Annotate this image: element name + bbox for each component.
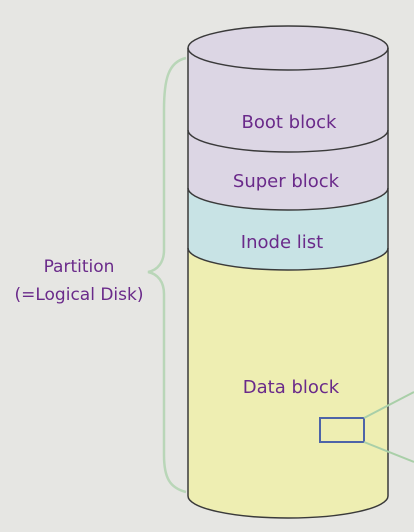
- data-block-label: Data block: [243, 377, 340, 398]
- partition-label-line2: (=Logical Disk): [14, 285, 143, 305]
- data-block-layer: [188, 248, 388, 518]
- partition-brace: [147, 56, 187, 494]
- super-block-label: Super block: [233, 171, 340, 192]
- super-block-layer: [188, 130, 388, 210]
- highlighted-data-block: [319, 417, 365, 443]
- cylinder-top-cap: [187, 25, 389, 71]
- inode-list-layer: [188, 188, 388, 270]
- separator-boot-super: [187, 129, 389, 153]
- partition-label-line1: Partition: [44, 257, 115, 277]
- boot-block-layer: [188, 48, 388, 152]
- boot-block-label: Boot block: [242, 112, 337, 133]
- separator-inode-data: [187, 247, 389, 271]
- separator-super-inode: [187, 187, 389, 211]
- connector-line-lower: [363, 441, 414, 463]
- connector-line-upper: [363, 391, 414, 419]
- inode-list-label: Inode list: [241, 232, 323, 253]
- cylinder-outline: [187, 48, 389, 519]
